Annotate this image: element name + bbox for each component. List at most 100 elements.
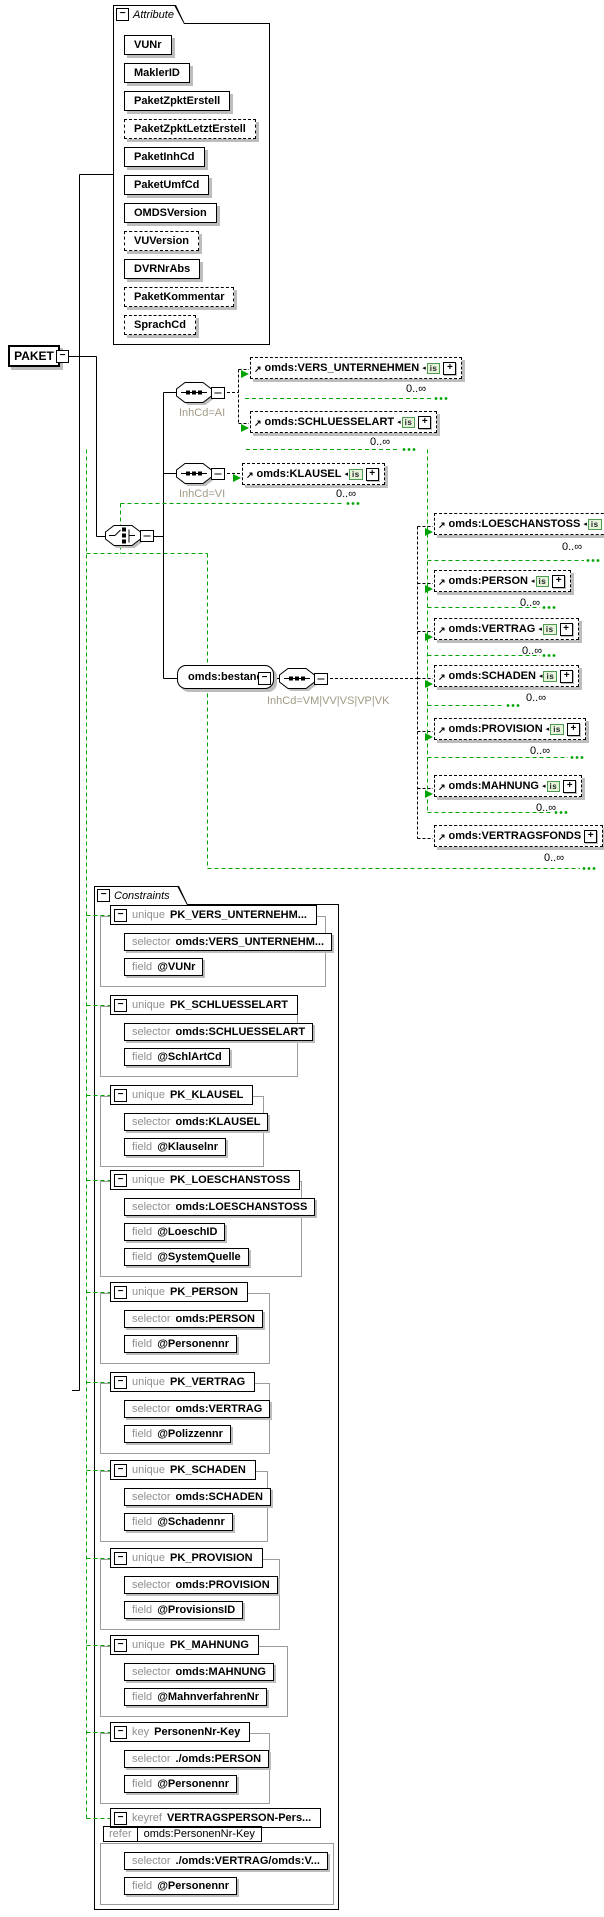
attribute-paketumfcd[interactable]: PaketUmfCd: [124, 175, 210, 195]
constraint-field[interactable]: field@Schadennr: [124, 1513, 233, 1531]
expand-plus-icon[interactable]: [552, 574, 566, 588]
collapse-icon[interactable]: [114, 1811, 127, 1825]
element-ref-vers-unternehmen[interactable]: omds:VERS_UNTERNEHMEN is: [250, 357, 463, 379]
constraint-field[interactable]: field@SchlArtCd: [124, 1048, 230, 1066]
expand-plus-icon[interactable]: [560, 669, 574, 683]
sequence-icon-ai[interactable]: [176, 381, 230, 408]
attribute-sprachcd[interactable]: SprachCd: [124, 315, 196, 335]
expand-plus-icon[interactable]: [418, 415, 432, 429]
collapse-icon[interactable]: [114, 1638, 127, 1652]
constraints-panel-tab[interactable]: Constraints: [94, 886, 188, 905]
collapse-icon[interactable]: [114, 1375, 127, 1389]
constraint-field[interactable]: field@Personennr: [124, 1775, 238, 1793]
tree-dashed-connectors: [227, 369, 433, 839]
constraint-field[interactable]: field@VUNr: [124, 958, 204, 976]
attribute-paketinhcd[interactable]: PaketInhCd: [124, 147, 205, 167]
collapse-icon[interactable]: [114, 1725, 127, 1739]
constraint-field[interactable]: field@Personennr: [124, 1877, 238, 1895]
collapse-icon[interactable]: [114, 908, 127, 922]
element-ref-schluesselart[interactable]: omds:SCHLUESSELART is: [250, 411, 438, 433]
attribute-vuversion[interactable]: VUVersion: [124, 231, 200, 251]
attribute-panel-tab[interactable]: Attribute: [113, 5, 185, 24]
collapse-icon[interactable]: [97, 889, 110, 902]
element-ref-klausel[interactable]: omds:KLAUSEL is: [242, 463, 385, 485]
tree-solid-connectors: [69, 174, 280, 1391]
element-ref-provision[interactable]: omds:PROVISION is: [434, 718, 586, 740]
sequence-icon-vi[interactable]: [176, 462, 230, 489]
constraint-field[interactable]: field@Polizzennr: [124, 1425, 231, 1443]
collapse-icon[interactable]: [114, 1285, 127, 1299]
constraint-keyref-vertragsperson[interactable]: keyrefVERTRAGSPERSON-Pers...: [110, 1808, 322, 1828]
element-ref-vertrag[interactable]: omds:VERTRAG is: [434, 618, 579, 640]
element-ref-person[interactable]: omds:PERSON is: [434, 570, 572, 592]
element-ref-schaden[interactable]: omds:SCHADEN is: [434, 665, 580, 687]
expand-plus-icon[interactable]: [365, 467, 379, 481]
expand-plus-icon[interactable]: [584, 829, 598, 843]
collapse-icon[interactable]: [114, 1463, 127, 1477]
constraint-field[interactable]: field@ProvisionsID: [124, 1601, 244, 1619]
choice-collapse-icon[interactable]: [140, 530, 154, 542]
occurrence-label: 0..∞: [406, 383, 427, 395]
element-paket[interactable]: PAKET: [8, 345, 60, 367]
reference-arrow-icon: [438, 572, 446, 590]
paket-collapse-icon[interactable]: [56, 350, 69, 363]
attribute-paketzpkterstell[interactable]: PaketZpktErstell: [124, 91, 231, 111]
attribute-panel-title: Attribute: [133, 8, 174, 21]
constraint-field[interactable]: field@SystemQuelle: [124, 1248, 249, 1266]
attribute-paketkommentar[interactable]: PaketKommentar: [124, 287, 235, 307]
sequence-collapse-icon[interactable]: [314, 673, 328, 685]
element-ref-vertragsfonds[interactable]: omds:VERTRAGSFONDS: [434, 825, 604, 847]
element-ref-mahnung[interactable]: omds:MAHNUNG is: [434, 775, 583, 797]
collapse-icon[interactable]: [116, 8, 129, 21]
element-ref-loeschanstoss[interactable]: omds:LOESCHANSTOSS is: [434, 513, 604, 535]
constraint-field[interactable]: field@LoeschID: [124, 1223, 226, 1241]
collapse-icon[interactable]: [114, 1173, 127, 1187]
collapse-icon[interactable]: [114, 1551, 127, 1565]
expand-plus-icon[interactable]: [443, 361, 457, 375]
constraint-field[interactable]: field@Personennr: [124, 1335, 238, 1353]
sequence-icon-bestand[interactable]: [279, 667, 333, 694]
sequence-collapse-icon[interactable]: [211, 387, 225, 399]
expand-plus-icon[interactable]: [566, 722, 580, 736]
expand-plus-icon[interactable]: [563, 779, 577, 793]
collapse-icon[interactable]: [114, 998, 127, 1012]
constraint-body: [100, 1383, 270, 1454]
sequence-collapse-icon[interactable]: [211, 468, 225, 480]
collapse-icon[interactable]: [114, 1088, 127, 1102]
identity-constraint-badge: is: [531, 575, 550, 587]
constraint-selector[interactable]: selector./omds:VERTRAG/omds:V...: [124, 1852, 328, 1870]
expand-plus-icon[interactable]: [559, 622, 573, 636]
sequence-condition-label: InhCd=VI: [179, 488, 226, 500]
constraint-field[interactable]: field@Klauselnr: [124, 1138, 227, 1156]
attribute-paketzpktletzterstell[interactable]: PaketZpktLetztErstell: [124, 119, 256, 139]
attribute-omdsversion[interactable]: OMDSVersion: [124, 203, 217, 223]
constraint-unique-pk-vers-unternehmen[interactable]: uniquePK_VERS_UNTERNEHM...: [110, 905, 317, 925]
attribute-maklerid[interactable]: MaklerID: [124, 63, 190, 83]
bestand-collapse-icon[interactable]: [258, 672, 271, 685]
attribute-dvrnrabs[interactable]: DVRNrAbs: [124, 259, 201, 279]
attribute-vunr[interactable]: VUNr: [124, 35, 172, 55]
choice-icon[interactable]: [105, 524, 159, 551]
constraint-selector[interactable]: selector./omds:PERSON: [124, 1750, 270, 1768]
constraint-field[interactable]: field@MahnverfahrenNr: [124, 1688, 267, 1706]
constraint-body: [100, 1559, 280, 1630]
